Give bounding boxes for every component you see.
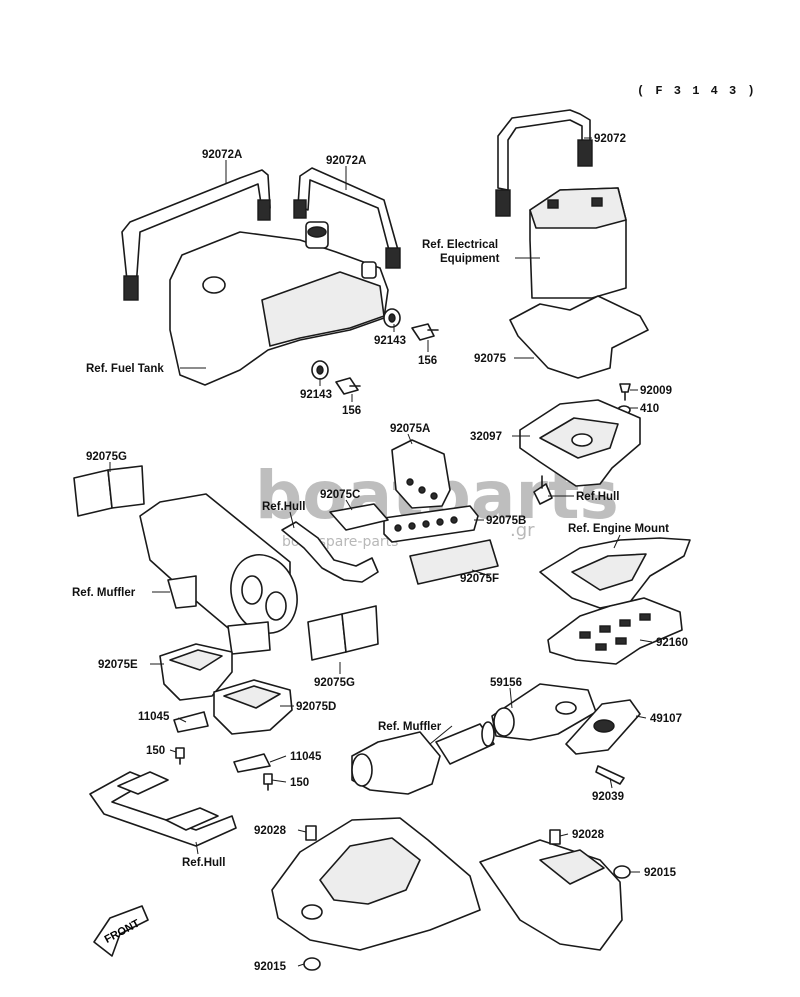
label-92028-right[interactable]: 92028 xyxy=(572,829,605,841)
battery-strap[interactable] xyxy=(495,109,593,217)
pad-92075c[interactable] xyxy=(329,503,389,531)
label-ref-muffler-a[interactable]: Ref. Muffler xyxy=(72,587,136,599)
label-92075[interactable]: 92075 xyxy=(474,353,507,365)
fuel-tank[interactable] xyxy=(169,221,389,386)
bracket-92075a[interactable] xyxy=(391,439,451,509)
label-150-right[interactable]: 150 xyxy=(290,777,309,789)
label-92075g-lower[interactable]: 92075G xyxy=(314,677,355,689)
label-92072[interactable]: 92072 xyxy=(594,133,626,145)
exhaust-pipe-joint[interactable] xyxy=(351,731,441,795)
label-11045-left[interactable]: 11045 xyxy=(138,711,170,723)
outlet-gasket-49107[interactable] xyxy=(565,699,641,755)
label-ref-hull-a[interactable]: Ref.Hull xyxy=(576,491,619,503)
battery[interactable] xyxy=(529,187,627,299)
label-92075d[interactable]: 92075D xyxy=(296,701,336,713)
label-49107[interactable]: 49107 xyxy=(650,713,682,725)
pad-92075d[interactable] xyxy=(213,679,293,735)
bolt-150-left[interactable] xyxy=(175,747,185,765)
engine-mount[interactable] xyxy=(539,537,691,609)
label-ref-fuel-tank[interactable]: Ref. Fuel Tank xyxy=(86,363,164,375)
pad-92075g-lower[interactable] xyxy=(307,605,379,661)
nut-92015-bottom[interactable] xyxy=(303,957,321,971)
label-92075e[interactable]: 92075E xyxy=(98,659,138,671)
label-92072a-left[interactable]: 92072A xyxy=(202,149,242,161)
hull-rear[interactable] xyxy=(479,839,623,951)
engine-mount-plate-92160[interactable] xyxy=(547,597,683,665)
label-150-left[interactable]: 150 xyxy=(146,745,165,757)
exhaust-outlet-59156[interactable] xyxy=(491,683,597,741)
label-92028-left[interactable]: 92028 xyxy=(254,825,287,837)
label-92160[interactable]: 92160 xyxy=(656,637,688,649)
label-92143-lower[interactable]: 92143 xyxy=(300,389,332,401)
label-ref-hull-c[interactable]: Ref.Hull xyxy=(182,857,225,869)
label-ref-engine-mount[interactable]: Ref. Engine Mount xyxy=(568,523,669,535)
diagram-code: ( F 3 1 4 3 ) xyxy=(637,84,757,98)
clamp-11045-right[interactable] xyxy=(233,753,271,773)
label-ref-muffler-b[interactable]: Ref. Muffler xyxy=(378,721,442,733)
pad-92075e[interactable] xyxy=(159,643,233,701)
battery-case[interactable] xyxy=(519,399,641,487)
label-59156[interactable]: 59156 xyxy=(490,677,522,689)
nut-92143-lower[interactable] xyxy=(311,360,329,380)
battery-case-clip[interactable] xyxy=(533,475,553,505)
hull-frame-lower-left[interactable] xyxy=(89,771,237,847)
watermark-tld: .gr xyxy=(510,520,535,541)
bolt-150-right[interactable] xyxy=(263,773,273,791)
label-11045-right[interactable]: 11045 xyxy=(290,751,322,763)
nut-92143-upper[interactable] xyxy=(383,308,401,328)
part-labels: 92072A 92072A 92072 Ref. Electrical Equi… xyxy=(72,133,688,973)
bolt-92039[interactable] xyxy=(595,765,625,785)
bolt-92028-left[interactable] xyxy=(305,825,317,841)
label-92143-upper[interactable]: 92143 xyxy=(374,335,406,347)
label-92075a[interactable]: 92075A xyxy=(390,423,430,435)
muffler[interactable] xyxy=(139,493,308,655)
bolt-92028-right[interactable] xyxy=(549,829,561,845)
bolt-156-upper[interactable] xyxy=(411,323,439,341)
exhaust-hose[interactable] xyxy=(435,721,495,765)
hull-bracket[interactable] xyxy=(281,521,379,583)
label-92075b[interactable]: 92075B xyxy=(486,515,526,527)
label-32097[interactable]: 32097 xyxy=(470,431,502,443)
label-92039[interactable]: 92039 xyxy=(592,791,624,803)
label-ref-electrical-2[interactable]: Equipment xyxy=(440,253,500,265)
label-92075f[interactable]: 92075F xyxy=(460,573,499,585)
battery-pad[interactable] xyxy=(509,295,649,379)
nut-92015-right[interactable] xyxy=(613,865,631,879)
fuel-tank-strap-left[interactable] xyxy=(121,169,271,301)
clamp-11045-left[interactable] xyxy=(173,711,209,733)
hull-deck[interactable] xyxy=(271,817,481,951)
fuel-tank-strap-right[interactable] xyxy=(293,167,401,269)
label-92009[interactable]: 92009 xyxy=(640,385,672,397)
label-92072a-right[interactable]: 92072A xyxy=(326,155,366,167)
bolt-156-lower[interactable] xyxy=(335,377,361,395)
label-ref-hull-b[interactable]: Ref.Hull xyxy=(262,501,305,513)
label-92075g-upper[interactable]: 92075G xyxy=(86,451,127,463)
label-92015-bottom[interactable]: 92015 xyxy=(254,961,287,973)
label-92075c[interactable]: 92075C xyxy=(320,489,360,501)
label-156-lower[interactable]: 156 xyxy=(342,405,361,417)
pad-92075f[interactable] xyxy=(409,539,499,585)
pad-92075g-upper[interactable] xyxy=(73,465,145,517)
label-410[interactable]: 410 xyxy=(640,403,659,415)
label-ref-electrical-1[interactable]: Ref. Electrical xyxy=(422,239,498,251)
pad-92075b[interactable] xyxy=(383,505,479,543)
label-92015-right[interactable]: 92015 xyxy=(644,867,677,879)
front-arrow-icon: FRONT xyxy=(93,905,149,957)
label-156-upper[interactable]: 156 xyxy=(418,355,437,367)
bolt-92009[interactable] xyxy=(619,383,631,401)
leader-lines xyxy=(109,137,653,967)
